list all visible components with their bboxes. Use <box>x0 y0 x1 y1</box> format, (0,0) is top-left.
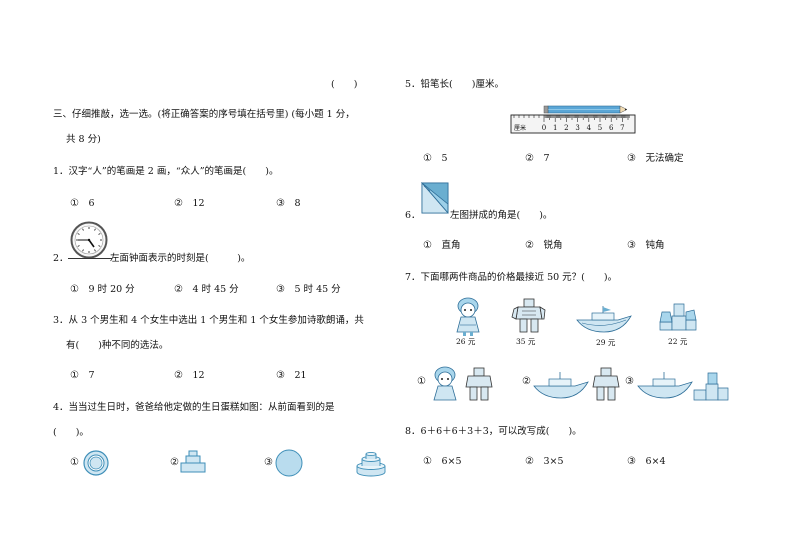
option1-robot-icon <box>465 367 493 401</box>
q4-option-1[interactable]: ① <box>70 457 79 468</box>
q3-stem-cont: 有( )种不同的选法。 <box>66 340 169 351</box>
option2-robot-icon <box>592 367 620 401</box>
top-answer-paren: ( ) <box>331 79 358 90</box>
q8-option-2[interactable]: ② 3×5 <box>525 456 564 467</box>
section3-instruction: 三、仔细推敲，选一选。(将正确答案的序号填在括号里) (每小题 1 分， <box>53 109 355 120</box>
option3-blocks-icon <box>693 372 729 401</box>
q6-stem: 左图拼成的角是( )。 <box>450 210 553 221</box>
q7-option-2[interactable]: ② <box>522 376 531 387</box>
q4-option-3[interactable]: ③ <box>264 457 273 468</box>
cake-circle-view-icon <box>275 449 303 477</box>
q6-option-3[interactable]: ③ 钝角 <box>627 240 665 251</box>
q5-stem: 5．铅笔长( )厘米。 <box>405 79 504 90</box>
cake-3d-icon <box>356 451 386 477</box>
q2-stem: 左面钟面表示的时刻是( )。 <box>110 253 251 264</box>
price-robot: 35 元 <box>516 337 536 346</box>
q8-option-3[interactable]: ③ 6×4 <box>627 456 666 467</box>
q2-number: 2． <box>53 253 69 264</box>
option1-doll-icon <box>433 366 457 401</box>
ruler-number: 6 <box>609 124 614 132</box>
option2-boat-icon <box>533 372 589 399</box>
q7-stem: 7．下面哪两件商品的价格最接近 50 元？( )。 <box>405 272 618 283</box>
triangle-set-angle-icon <box>420 181 449 214</box>
cake-top-view-icon <box>83 450 109 476</box>
q1-option-1[interactable]: ① 6 <box>70 198 95 209</box>
blocks-icon <box>659 303 697 331</box>
clock-face-icon <box>70 221 108 259</box>
q5-option-2[interactable]: ② 7 <box>525 153 550 164</box>
ruler-number: 2 <box>564 124 568 132</box>
q3-option-1[interactable]: ① 7 <box>70 370 95 381</box>
ruler-unit-label: 厘米 <box>514 124 526 132</box>
q6-option-1[interactable]: ① 直角 <box>423 240 461 251</box>
q2-option-3[interactable]: ③ 5 时 45 分 <box>276 284 341 295</box>
q3-option-3[interactable]: ③ 21 <box>276 370 307 381</box>
q3-option-2[interactable]: ② 12 <box>174 370 205 381</box>
q1-option-3[interactable]: ③ 8 <box>276 198 301 209</box>
q2-option-2[interactable]: ② 4 时 45 分 <box>174 284 239 295</box>
q4-stem: 4．当当过生日时，爸爸给他定做的生日蛋糕如图：从前面看到的是 <box>53 402 335 413</box>
q1-stem: 1．汉字“人”的笔画是 2 画，“众人”的笔画是( )。 <box>53 166 279 177</box>
boat-icon <box>576 306 632 333</box>
ruler-number: 0 <box>542 124 546 132</box>
section3-instruction-cont: 共 8 分) <box>66 134 101 145</box>
ruler-number: 5 <box>598 124 602 132</box>
clock-baseline <box>68 258 112 259</box>
q4-option-2[interactable]: ② <box>170 457 179 468</box>
q8-stem: 8．6＋6＋6＋3＋3，可以改写成( )。 <box>405 426 582 437</box>
doll-icon <box>456 297 480 336</box>
ruler-number: 3 <box>575 124 579 132</box>
price-blocks: 22 元 <box>668 337 688 346</box>
q2-option-1[interactable]: ① 9 时 20 分 <box>70 284 135 295</box>
q5-option-1[interactable]: ① 5 <box>423 153 448 164</box>
q7-option-1[interactable]: ① <box>417 376 426 387</box>
q6-option-2[interactable]: ② 锐角 <box>525 240 563 251</box>
q1-option-2[interactable]: ② 12 <box>174 198 205 209</box>
ruler-number: 4 <box>587 124 592 132</box>
q3-stem: 3．从 3 个男生和 4 个女生中选出 1 个男生和 1 个女生参加诗歌朗诵，共 <box>53 315 364 326</box>
price-doll: 26 元 <box>456 337 476 346</box>
ruler-number: 7 <box>620 124 624 132</box>
q7-option-3[interactable]: ③ <box>625 376 634 387</box>
q5-option-3[interactable]: ③ 无法确定 <box>627 153 684 164</box>
robot-icon <box>511 298 546 333</box>
cake-front-view-icon <box>180 450 206 473</box>
price-boat: 29 元 <box>596 338 616 347</box>
ruler-number: 1 <box>553 124 557 132</box>
q8-option-1[interactable]: ① 6×5 <box>423 456 462 467</box>
q4-stem-cont: ( )。 <box>53 427 89 438</box>
q6-number: 6． <box>405 210 421 221</box>
option3-boat-icon <box>637 372 693 399</box>
